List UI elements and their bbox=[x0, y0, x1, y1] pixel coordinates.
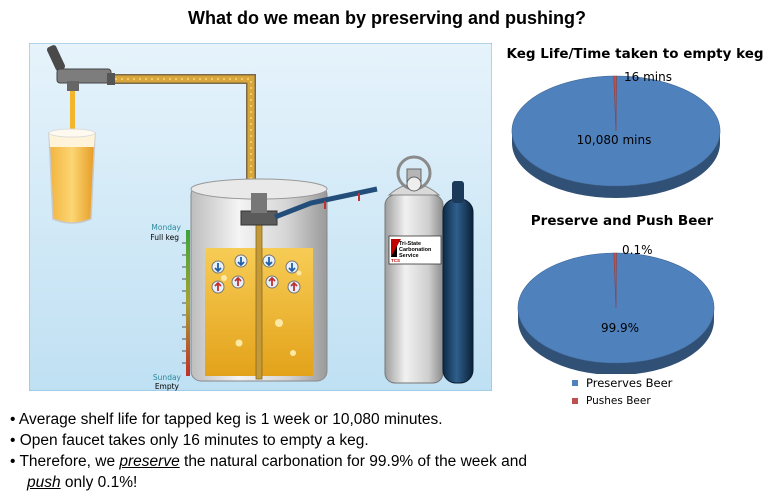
chart-legend: Preserves Beer Pushes Beer bbox=[572, 374, 672, 410]
pie-side-wall bbox=[512, 131, 720, 198]
legend-item-pushes: Pushes Beer bbox=[572, 392, 672, 410]
preserve-emphasis: preserve bbox=[119, 453, 180, 470]
bullet-text-4: only 0.1%! bbox=[60, 474, 138, 491]
bullet-item: • Open faucet takes only 16 minutes to e… bbox=[10, 432, 369, 449]
tank-label-line2: Carbonation bbox=[399, 247, 432, 253]
beer-glass-icon bbox=[48, 128, 96, 224]
scale-top-day: Monday bbox=[151, 223, 181, 232]
scale-bottom-label: Empty bbox=[155, 382, 180, 391]
bullet-list: • Average shelf life for tapped keg is 1… bbox=[10, 409, 527, 493]
co2-tank-icon bbox=[442, 181, 474, 384]
time-scale-ticks bbox=[182, 242, 186, 364]
bullet-continuation: push only 0.1%! bbox=[10, 472, 527, 493]
bullet-item: • Average shelf life for tapped keg is 1… bbox=[10, 411, 443, 428]
pie-slice-pushes bbox=[613, 252, 617, 309]
gas-tank-icon bbox=[384, 155, 444, 384]
chart1-title: Keg Life/Time taken to empty keg bbox=[506, 46, 764, 62]
pie-slice-pushes bbox=[613, 75, 617, 132]
legend-item-preserves: Preserves Beer bbox=[572, 374, 672, 392]
chart2-large-label: 99.9% bbox=[601, 321, 639, 335]
chart2-pie: 99.9% 0.1% bbox=[517, 243, 715, 374]
tank-label-line1: Tri-State bbox=[399, 241, 421, 247]
chart1-large-label: 10,080 mins bbox=[577, 133, 652, 147]
chart1-small-label: 16 mins bbox=[624, 70, 672, 84]
legend-label-pushes: Pushes Beer bbox=[586, 395, 651, 407]
time-scale-bar bbox=[186, 230, 190, 376]
scale-bottom-day: Sunday bbox=[153, 373, 182, 382]
legend-label-preserves: Preserves Beer bbox=[586, 376, 673, 390]
legend-swatch-pushes bbox=[572, 398, 578, 404]
faucet-icon bbox=[46, 45, 115, 91]
keg-icon bbox=[190, 178, 328, 382]
slide-title: What do we mean by preserving and pushin… bbox=[187, 8, 587, 28]
keg-diagram: Tri-State Carbonation Service TCS Monday… bbox=[29, 43, 492, 391]
legend-swatch-preserves bbox=[572, 380, 578, 386]
chart2-title: Preserve and Push Beer bbox=[530, 213, 714, 229]
tank-logo: TCS bbox=[391, 258, 400, 263]
bullet-item: • Therefore, we preserve the natural car… bbox=[10, 453, 527, 470]
pour-stream bbox=[70, 91, 75, 131]
bullet-text-2: Open faucet takes only 16 minutes to emp… bbox=[19, 432, 369, 449]
pressure-arrows bbox=[211, 254, 301, 294]
scale-top-label: Full keg bbox=[150, 233, 179, 242]
pie-side-wall bbox=[518, 308, 714, 374]
chart2-small-label: 0.1% bbox=[622, 243, 653, 257]
bullet-text-3b: the natural carbonation for 99.9% of the… bbox=[179, 453, 527, 470]
bullet-text-1: Average shelf life for tapped keg is 1 w… bbox=[18, 411, 443, 428]
tank-label-line3: Service bbox=[399, 253, 419, 259]
bullet-text-3a: Therefore, we bbox=[19, 453, 120, 470]
gas-line bbox=[274, 186, 378, 220]
push-emphasis: push bbox=[27, 474, 61, 491]
chart1-pie: 10,080 mins 16 mins bbox=[511, 70, 721, 198]
